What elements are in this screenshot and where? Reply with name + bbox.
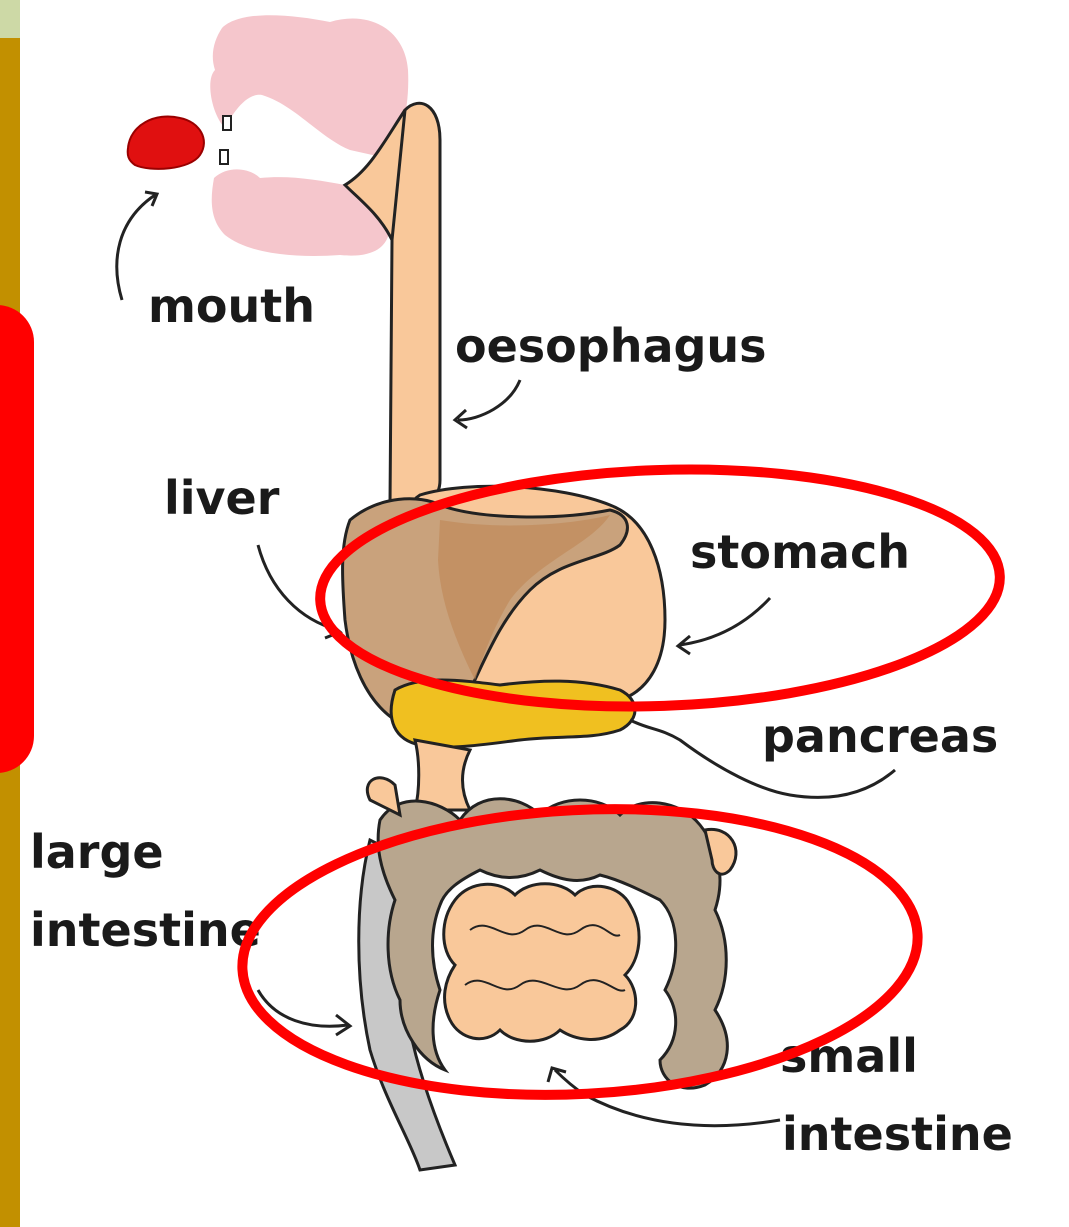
- stomach-arrow: [678, 598, 770, 654]
- small-intestine-illustration: [444, 884, 639, 1042]
- label-oesophagus: oesophagus: [455, 319, 767, 373]
- label-stomach: stomach: [690, 525, 910, 579]
- label-large-intestine-line2: intestine: [30, 903, 261, 957]
- food-bolus-illustration: [128, 117, 204, 169]
- label-large-intestine-line1: large: [30, 825, 164, 879]
- colon-bump-left: [367, 778, 400, 815]
- oesophagus-arrow: [455, 380, 520, 428]
- pancreas-illustration: [391, 680, 635, 747]
- label-small-intestine-line2: intestine: [782, 1107, 1013, 1161]
- label-small-intestine-line1: small: [780, 1029, 918, 1083]
- duodenum-illustration: [415, 740, 470, 810]
- label-mouth: mouth: [148, 279, 315, 333]
- label-liver: liver: [164, 471, 280, 525]
- label-pancreas: pancreas: [762, 709, 998, 763]
